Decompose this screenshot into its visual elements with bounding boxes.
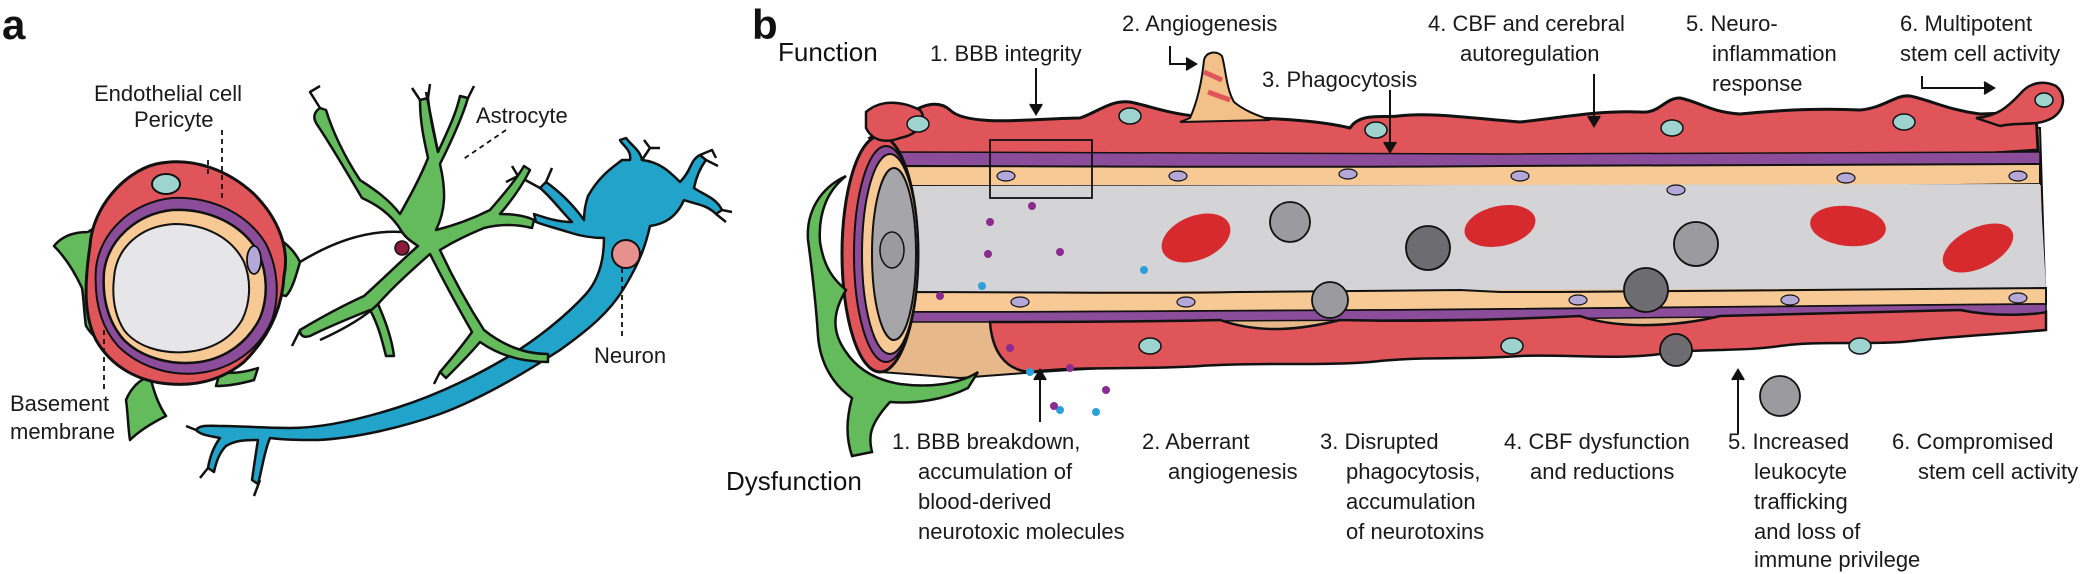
vessel-lumen-a [112, 222, 250, 354]
leukocyte-5 [1311, 281, 1349, 319]
stem-cell-nucleus [2034, 92, 2054, 108]
label-astrocyte: Astrocyte [476, 103, 568, 128]
pericyte-nucleus-a [151, 173, 181, 195]
dysfunction-item-5-line3: trafficking [1754, 489, 1848, 514]
dysfunction-item-3-line2: phagocytosis, [1346, 459, 1481, 484]
dysfunction-item-3-line1: 3. Disrupted [1320, 429, 1439, 454]
dysfunction-item-2-line1: 2. Aberrant [1142, 429, 1250, 454]
dysfunction-item-2-line2: angiogenesis [1168, 459, 1298, 484]
dysfunction-item-6-line2: stem cell activity [1918, 459, 2079, 484]
leukocyte-4 [1623, 267, 1669, 313]
dysfunction-item-5-line1: 5. Increased [1728, 429, 1850, 454]
dysfunction-item-5-line2: leukocyte [1754, 459, 1847, 484]
function-arrows [1029, 46, 1996, 154]
leukocyte-2 [1405, 225, 1451, 271]
leukocyte-3 [1673, 221, 1719, 267]
dysfunction-item-3-line3: accumulation [1346, 489, 1476, 514]
function-item-5-line3: response [1712, 71, 1803, 96]
dysfunction-arrows [1033, 368, 1745, 434]
neuron-cell [185, 136, 733, 497]
angiogenesis-strand [1202, 69, 1231, 103]
rbc-1 [1161, 213, 1231, 263]
function-item-4-line2: autoregulation [1460, 41, 1600, 66]
dysfunction-item-1-line2: accumulation of [918, 459, 1073, 484]
dysfunction-item-5-line5: immune privilege [1754, 547, 1921, 572]
function-item-5-line2: inflammation [1712, 41, 1837, 66]
label-pericyte: Pericyte [134, 107, 214, 132]
label-basement-line1: Basement [10, 391, 110, 416]
endothelial-nuclei [996, 168, 2028, 308]
dysfunction-item-4-line2: and reductions [1530, 459, 1675, 484]
panel-b-diagram [806, 46, 2065, 458]
dysfunction-item-6-line1: 6. Compromised [1892, 429, 2054, 454]
label-neuron: Neuron [594, 343, 667, 368]
dysfunction-heading: Dysfunction [726, 466, 862, 496]
function-item-2: 2. Angiogenesis [1122, 11, 1278, 36]
leukocyte-7 [1759, 375, 1801, 417]
function-item-6-line2: stem cell activity [1900, 41, 2061, 66]
function-item-5-line1: 5. Neuro- [1686, 11, 1778, 36]
function-item-6-line1: 6. Multipotent [1900, 11, 2033, 36]
rbc-4 [1942, 223, 2014, 273]
rbc-3 [1810, 205, 1886, 247]
angiogenesis-sprout [1179, 51, 1271, 123]
function-item-3: 3. Phagocytosis [1262, 67, 1418, 92]
panel-b-letter: b [752, 1, 778, 48]
panel-a-letter: a [2, 1, 26, 48]
astrocyte-cell [269, 83, 550, 385]
label-endothelial-cell: Endothelial cell [94, 81, 242, 106]
function-item-4-line1: 4. CBF and cerebral [1428, 11, 1625, 36]
leukocyte-6 [1659, 333, 1693, 367]
dysfunction-item-3-line4: of neurotoxins [1346, 519, 1485, 544]
leader-astrocyte [461, 129, 507, 161]
function-item-1: 1. BBB integrity [930, 41, 1082, 66]
dysfunction-item-4-line1: 4. CBF dysfunction [1504, 429, 1690, 454]
endothelial-nucleus-a [246, 245, 262, 275]
bbb-integrity-box [989, 139, 1093, 199]
dysfunction-item-1-line1: 1. BBB breakdown, [892, 429, 1081, 454]
function-heading: Function [778, 37, 878, 67]
neurotoxic-molecules [936, 202, 1148, 416]
vessel-left-endfoot [806, 174, 980, 458]
dysfunction-item-5-line4: and loss of [1754, 519, 1861, 544]
vessel-cut-leukocyte [879, 231, 905, 269]
panel-a-diagram [52, 83, 733, 497]
pericyte-nuclei [906, 107, 1916, 355]
dysfunction-item-1-line3: blood-derived [918, 489, 1052, 514]
label-basement-line2: membrane [10, 419, 116, 444]
dysfunction-item-1-line4: neurotoxic molecules [918, 519, 1125, 544]
leukocyte-1 [1269, 201, 1311, 243]
rbc-2 [1464, 205, 1536, 247]
vessel-top-endothelium [899, 162, 2041, 188]
